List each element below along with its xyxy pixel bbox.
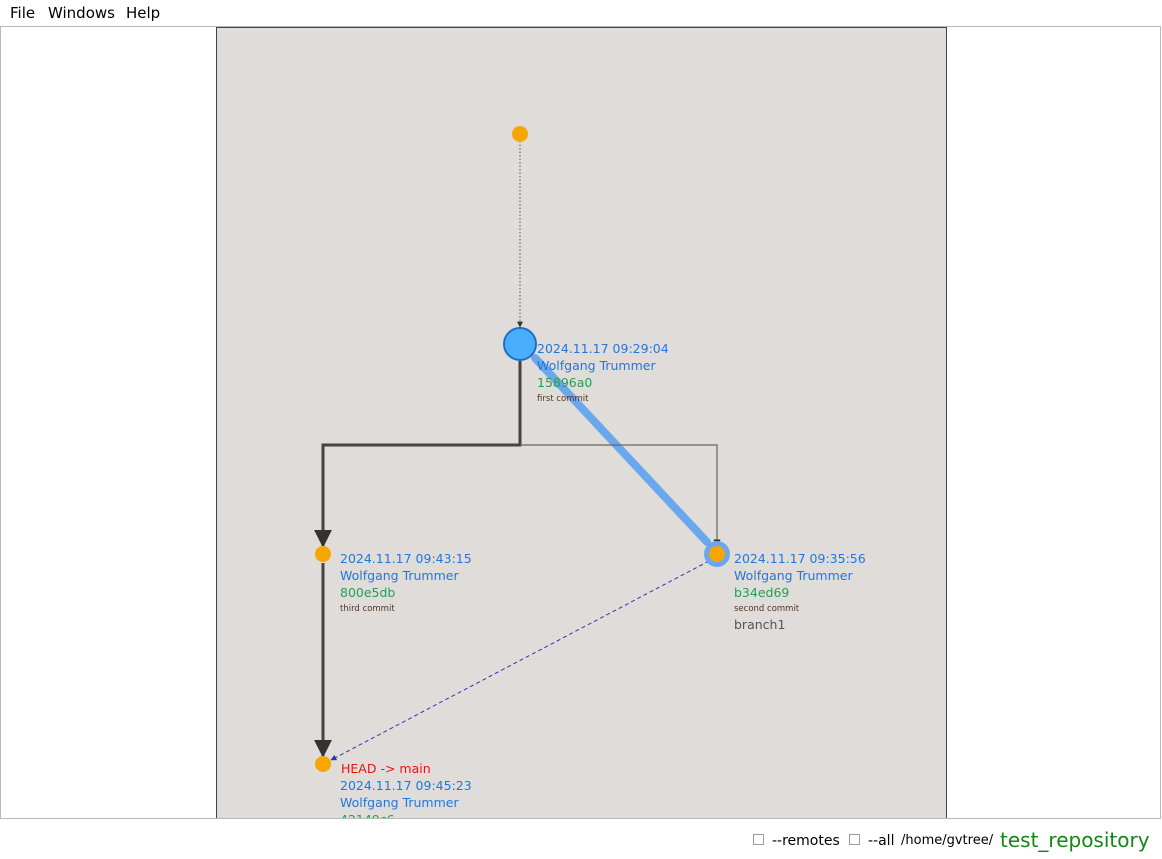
commit-date: 2024.11.17 09:43:15 <box>340 551 472 566</box>
commit-node-root[interactable] <box>512 126 528 142</box>
commit-date: 2024.11.17 09:29:04 <box>537 341 669 356</box>
menu-windows[interactable]: Windows <box>48 4 115 22</box>
graph-view[interactable]: 2024.11.17 09:29:04 Wolfgang Trummer 158… <box>0 26 1161 819</box>
menu-file[interactable]: File <box>10 4 36 22</box>
commit-author: Wolfgang Trummer <box>537 358 656 373</box>
commit-author: Wolfgang Trummer <box>340 795 459 810</box>
repository-path: /home/gvtree/ <box>901 833 994 848</box>
all-checkbox[interactable] <box>849 834 860 845</box>
graph-canvas[interactable]: 2024.11.17 09:29:04 Wolfgang Trummer 158… <box>216 27 947 819</box>
commit-node-first-selected[interactable] <box>503 327 537 361</box>
edge-second-to-head[interactable] <box>330 560 710 761</box>
commit-message: third commit <box>340 604 395 614</box>
commit-hash: b34ed69 <box>734 585 789 600</box>
all-label[interactable]: --all <box>868 833 895 849</box>
commit-graph[interactable]: 2024.11.17 09:29:04 Wolfgang Trummer 158… <box>217 28 947 819</box>
remotes-label[interactable]: --remotes <box>772 833 840 849</box>
commit-author: Wolfgang Trummer <box>734 568 853 583</box>
commit-message: first commit <box>537 394 589 404</box>
commit-date: 2024.11.17 09:35:56 <box>734 551 866 566</box>
edge-first-to-third[interactable] <box>314 361 522 548</box>
menu-bar: File Windows Help <box>0 0 1162 26</box>
commit-author: Wolfgang Trummer <box>340 568 459 583</box>
commit-node-third[interactable] <box>315 546 331 562</box>
commit-hash: 800e5db <box>340 585 395 600</box>
status-bar: --remotes --all /home/gvtree/ test_repos… <box>0 820 1162 859</box>
head-ref-label[interactable]: HEAD -> main <box>341 761 431 776</box>
commit-date: 2024.11.17 09:45:23 <box>340 778 472 793</box>
branch-ref-label[interactable]: branch1 <box>734 617 785 632</box>
commit-message: second commit <box>734 604 800 614</box>
repository-name: test_repository <box>1000 828 1150 852</box>
edge-first-to-second[interactable] <box>520 444 721 547</box>
commit-node-head[interactable] <box>315 756 331 772</box>
commit-node-second[interactable] <box>709 546 725 562</box>
menu-help[interactable]: Help <box>126 4 161 22</box>
commit-hash: 15896a0 <box>537 375 592 390</box>
remotes-checkbox[interactable] <box>753 834 764 845</box>
edge-highlight-first-to-second[interactable] <box>531 354 711 546</box>
commit-hash: 42149c6 <box>340 812 395 819</box>
